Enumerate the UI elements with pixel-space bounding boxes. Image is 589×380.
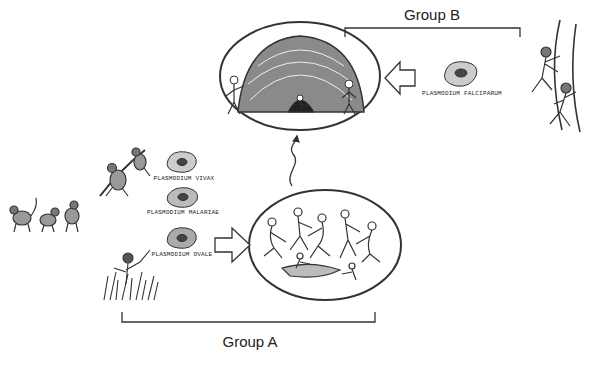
wavy-arrow [290, 136, 297, 186]
species-label: PLASMODIUM OVALE [152, 252, 213, 259]
block-arrow [385, 62, 415, 94]
species-label: PLASMODIUM VIVAX [154, 176, 215, 183]
monkeys [10, 198, 79, 232]
parasite [167, 228, 196, 249]
group-label: Group A [222, 334, 277, 351]
species-label: PLASMODIUM FALCIPARUM [422, 91, 502, 98]
bracket [122, 312, 375, 322]
camp-ellipse [249, 190, 401, 300]
block-arrow [215, 228, 250, 262]
parasite [444, 62, 477, 87]
hut-scene [226, 36, 364, 114]
tree-climbers [532, 20, 580, 132]
bracket [345, 28, 520, 37]
hunter-group [264, 208, 380, 280]
climbing-apes [100, 148, 150, 196]
settlement-ellipse [220, 22, 380, 130]
hunter-in-grass [104, 250, 158, 300]
species-label: PLASMODIUM MALARIAE [147, 210, 219, 217]
group-label: Group B [404, 7, 460, 24]
parasite [167, 188, 197, 208]
parasite [167, 152, 196, 173]
